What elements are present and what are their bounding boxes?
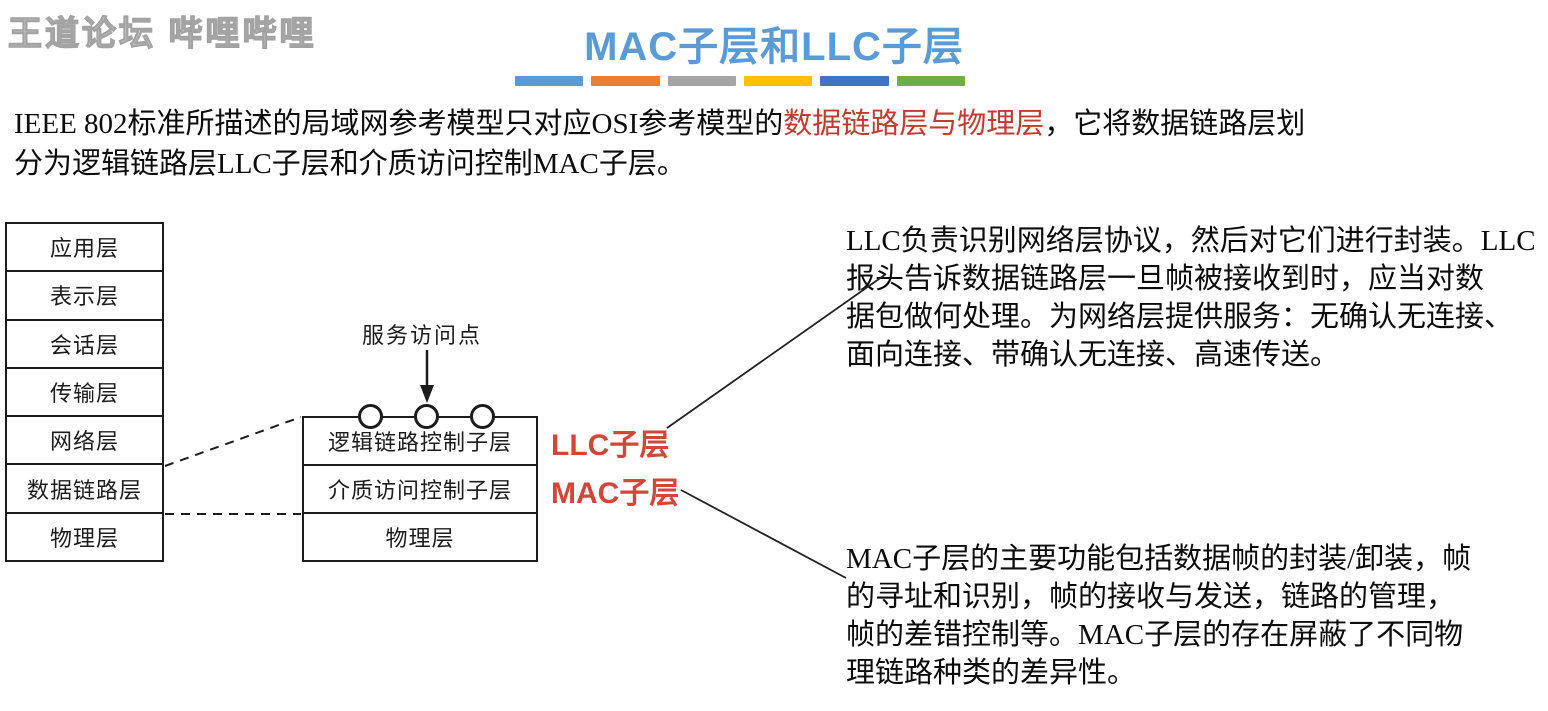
mac-description-line: 理链路种类的差异性。 bbox=[846, 657, 1137, 689]
osi-layer-application: 应用层 bbox=[7, 224, 162, 273]
divider-bar bbox=[896, 76, 965, 86]
sap-label: 服务访问点 bbox=[362, 323, 483, 348]
ieee-row-physical: 物理层 bbox=[385, 526, 455, 551]
divider-bar bbox=[515, 76, 584, 86]
sap-arrow-head-icon bbox=[420, 385, 434, 403]
dashed-connector-top bbox=[164, 416, 302, 467]
intro-line-2: 分为逻辑链路层LLC子层和介质访问控制MAC子层。 bbox=[14, 148, 686, 180]
osi-layer-presentation: 表示层 bbox=[7, 272, 162, 321]
title-divider-bars bbox=[515, 76, 965, 86]
intro-text: ，它将数据链路层划 bbox=[1044, 108, 1306, 140]
divider-bar bbox=[667, 76, 736, 86]
osi-layer-physical: 物理层 bbox=[49, 525, 119, 551]
intro-highlight: 数据链路层与物理层 bbox=[783, 108, 1045, 140]
mac-description-line: MAC子层的主要功能包括数据帧的封装/卸装，帧 bbox=[846, 543, 1472, 575]
ieee-row-mac: 介质访问控制子层 bbox=[304, 466, 536, 514]
osi-layer-transport: 传输层 bbox=[7, 369, 162, 418]
sap-circle-icon bbox=[358, 404, 383, 429]
osi-layer-stack: 应用层 表示层 会话层 传输层 网络层 数据链路层 物理层 bbox=[5, 222, 164, 562]
intro-paragraph: IEEE 802标准所描述的局域网参考模型只对应OSI参考模型的数据链路层与物理… bbox=[14, 104, 1414, 184]
llc-description-line: LLC负责识别网络层协议，然后对它们进行封装。LLC bbox=[846, 225, 1536, 257]
llc-description-line: 报头告诉数据链路层一旦帧被接收到时，应当对数 bbox=[846, 263, 1485, 295]
mac-description: MAC子层的主要功能包括数据帧的封装/卸装，帧 的寻址和识别，帧的接收与发送，链… bbox=[846, 540, 1546, 692]
ieee-sublayer-stack: 逻辑链路控制子层 介质访问控制子层 物理层 bbox=[302, 416, 538, 562]
divider-bar bbox=[743, 76, 813, 86]
mac-connector-line bbox=[680, 489, 847, 579]
llc-description-line: 据包做何处理。为网络层提供服务：无确认无连接、 bbox=[846, 301, 1514, 333]
osi-layer-network: 网络层 bbox=[7, 417, 162, 466]
divider-bar bbox=[591, 76, 660, 86]
mac-sublayer-label: MAC子层 bbox=[551, 477, 680, 510]
llc-sublayer-label: LLC子层 bbox=[551, 429, 670, 462]
llc-description: LLC负责识别网络层协议，然后对它们进行封装。LLC 报头告诉数据链路层一旦帧被… bbox=[846, 222, 1546, 374]
intro-line-1: IEEE 802标准所描述的局域网参考模型只对应OSI参考模型的数据链路层与物理… bbox=[14, 104, 1414, 144]
page-title: MAC子层和LLC子层 bbox=[584, 25, 964, 69]
llc-description-line: 面向连接、带确认无连接、高速传送。 bbox=[846, 339, 1340, 371]
divider-bar bbox=[820, 76, 889, 86]
watermark: 王道论坛 哔哩哔哩 bbox=[7, 14, 317, 53]
mac-description-line: 的寻址和识别，帧的接收与发送，链路的管理， bbox=[846, 581, 1456, 613]
intro-text: IEEE 802标准所描述的局域网参考模型只对应OSI参考模型的 bbox=[14, 108, 784, 140]
ieee-row-llc: 逻辑链路控制子层 bbox=[304, 418, 536, 466]
sap-circle-icon bbox=[414, 404, 439, 429]
sap-circle-icon bbox=[470, 404, 495, 429]
osi-layer-session: 会话层 bbox=[7, 321, 162, 369]
mac-description-line: 帧的差错控制等。MAC子层的存在屏蔽了不同物 bbox=[846, 619, 1464, 651]
osi-layer-datalink: 数据链路层 bbox=[7, 465, 162, 514]
